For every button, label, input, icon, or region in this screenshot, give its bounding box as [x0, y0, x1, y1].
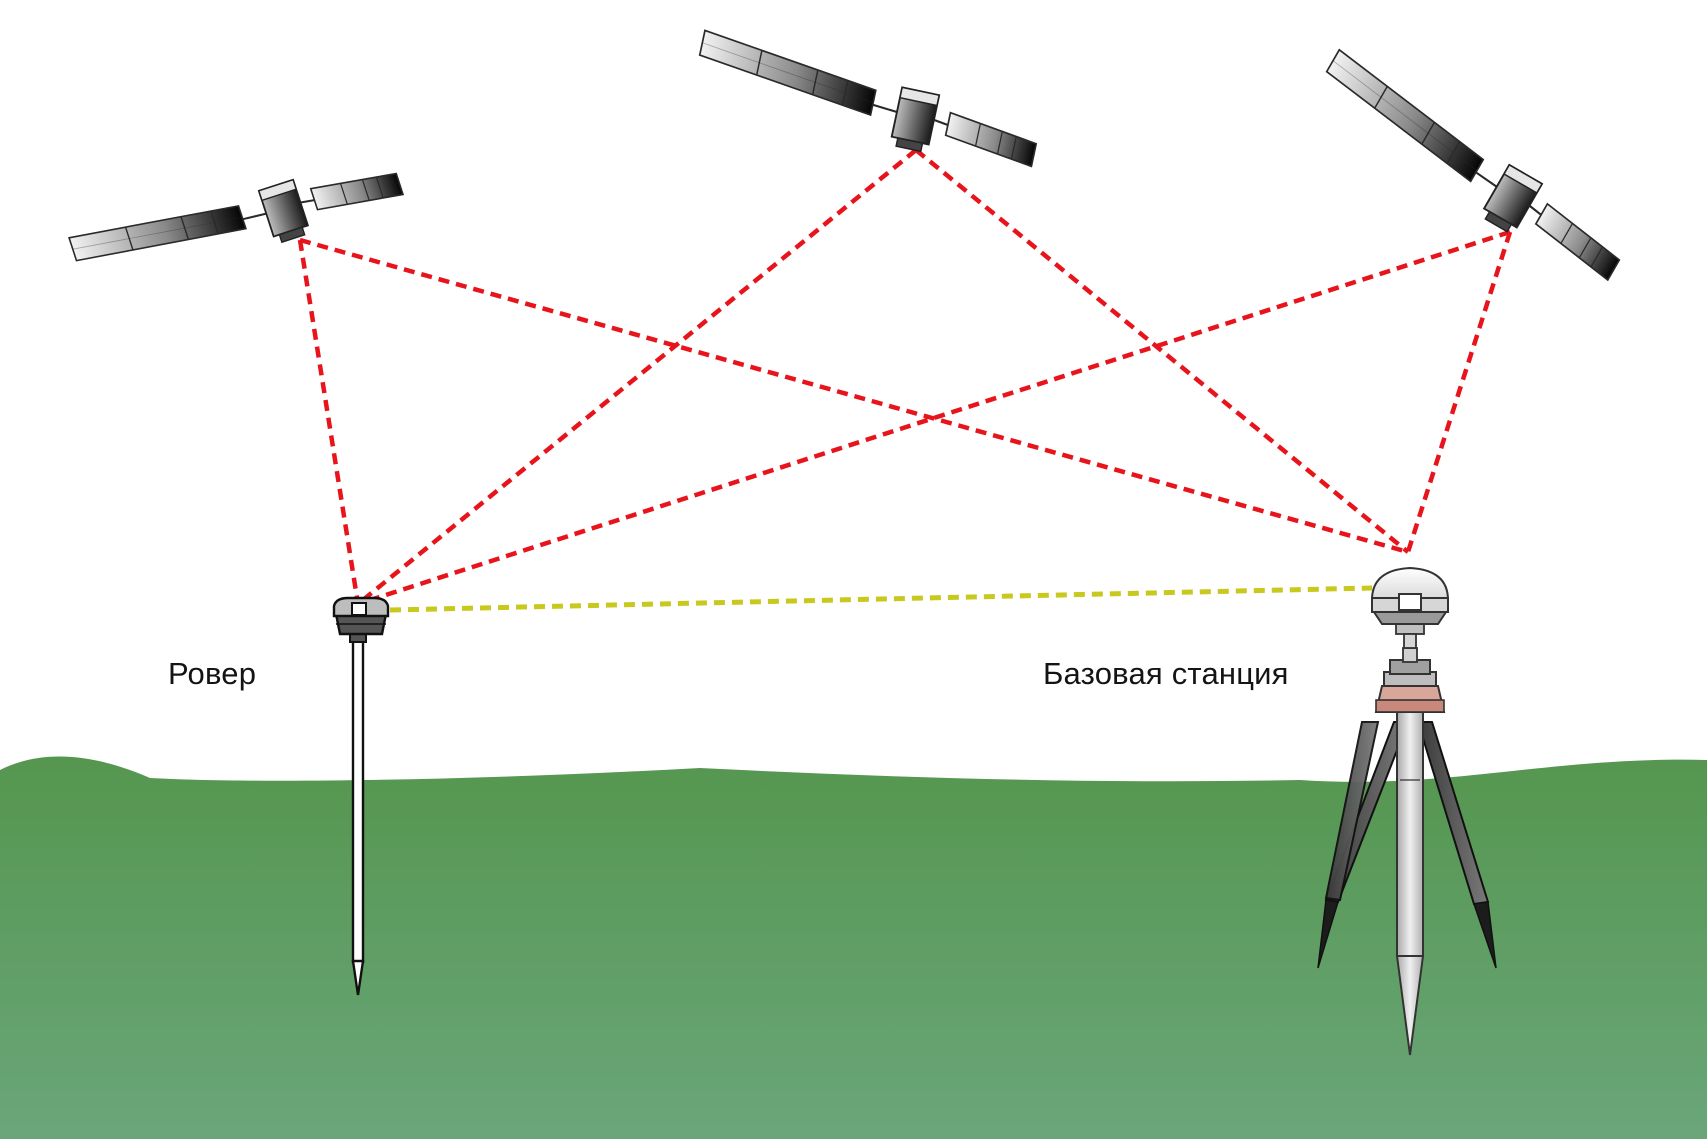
satellite-icon	[1301, 48, 1642, 289]
base-station-label: Базовая станция	[1043, 656, 1289, 691]
base-station-tripod-icon	[1317, 566, 1497, 1056]
link-sat3-base	[1405, 231, 1513, 553]
link-sat3-rover	[357, 229, 1511, 607]
link-sat1-rover	[297, 239, 361, 605]
rover-label: Ровер	[168, 656, 257, 691]
satellite-links	[297, 148, 1513, 607]
rover-receiver-icon	[332, 596, 390, 996]
ground	[0, 756, 1707, 1139]
link-sat2-rover	[356, 148, 918, 606]
satellite-icon	[688, 29, 1046, 176]
satellite-icon	[68, 134, 407, 306]
rover-base-link	[389, 585, 1373, 613]
link-sat1-base	[299, 237, 1409, 555]
link-sat2-base	[914, 148, 1410, 554]
